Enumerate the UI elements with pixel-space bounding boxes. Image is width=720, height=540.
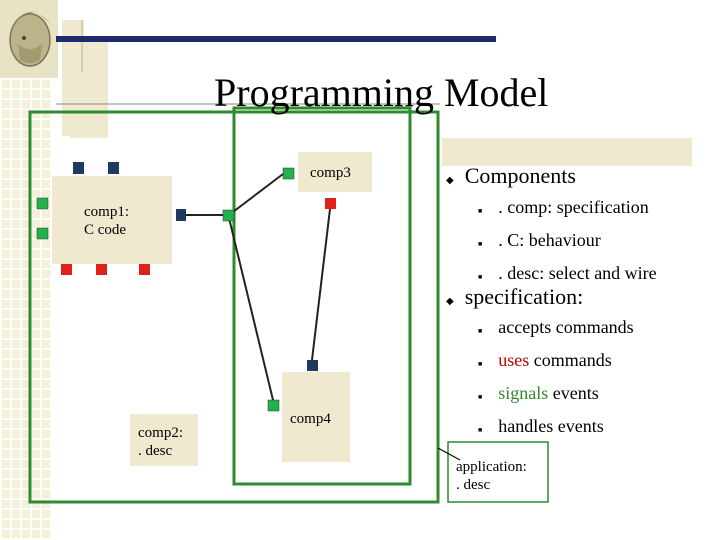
comp1-label: comp1: C code (84, 203, 129, 239)
comp4-port-left (267, 399, 280, 412)
components-item-desc-key: . desc (498, 263, 540, 283)
application-box (447, 441, 549, 503)
application-label-line2: . desc (456, 477, 491, 493)
specification-list: ■ accepts commands ■ uses commands ■ signal… (478, 316, 634, 441)
comp2-label-line2: . desc (138, 443, 173, 459)
configuration-frame (232, 106, 412, 486)
spec-item-handles-rest: events (553, 416, 604, 436)
spec-item-accepts-rest: commands (551, 317, 634, 337)
comp3-box (298, 152, 372, 192)
ornament-bar-right (442, 138, 692, 166)
diamond-bullet-icon: ◆ (446, 296, 454, 307)
comp4-label: comp4 (290, 411, 331, 427)
square-bullet-icon: ■ (478, 393, 483, 401)
comp1-label-line1: comp1: (84, 204, 129, 220)
spec-item-signals: ■ signals events (478, 382, 634, 408)
components-item-desc: ■ . desc: select and wire (478, 262, 657, 288)
spec-item-uses-rest: commands (529, 350, 612, 370)
square-bullet-icon: ■ (478, 426, 483, 434)
components-item-c: ■ . C: behaviour (478, 229, 657, 255)
comp2-label-line1: comp2: (138, 425, 183, 441)
spec-item-uses: ■ uses commands (478, 349, 634, 375)
header-bar (56, 36, 496, 42)
wires (186, 173, 331, 401)
components-heading: Components (464, 163, 576, 188)
spec-item-signals-key: signals (498, 383, 549, 403)
comp2-label: comp2: . desc (138, 424, 183, 460)
comp4-box (282, 372, 350, 462)
comp1-port-bottom-3 (139, 264, 150, 275)
comp4-port-top (307, 360, 318, 371)
specification-heading: specification: (464, 284, 584, 309)
square-bullet-icon: ■ (478, 327, 483, 335)
application-label-line1: application: (456, 459, 527, 475)
left-decorative-strip (0, 0, 52, 540)
comp1-port-top-2 (108, 162, 119, 174)
helmet-logo-icon (0, 0, 58, 78)
spec-item-handles: ■ handles events (478, 415, 634, 441)
spec-item-uses-key: uses (498, 350, 530, 370)
spec-item-handles-key: handles (498, 416, 554, 436)
comp3-port-left (282, 167, 295, 180)
comp1-port-left-2 (36, 227, 49, 240)
bullet-specification: ◆ specification: (446, 284, 583, 315)
comp2-box (130, 414, 198, 466)
bullet-components: ◆ Components (446, 163, 576, 194)
spec-item-signals-rest: events (548, 383, 599, 403)
square-bullet-icon: ■ (478, 360, 483, 368)
square-bullet-icon: ■ (478, 273, 483, 281)
components-item-comp-rest: : specification (547, 197, 649, 217)
comp3-port-bottom (325, 198, 336, 209)
application-pointer-line (437, 447, 461, 461)
spec-item-accepts: ■ accepts commands (478, 316, 634, 342)
comp1-port-right (176, 209, 186, 221)
wire-junction-to-comp3 (228, 173, 284, 216)
square-bullet-icon: ■ (478, 207, 483, 215)
comp1-port-bottom-2 (96, 264, 107, 275)
wire-junction-to-comp4 (228, 217, 274, 401)
junction-port (222, 209, 235, 222)
wire-comp3-to-comp4 (311, 208, 331, 361)
components-item-c-rest: : behaviour (519, 230, 601, 250)
spec-item-accepts-key: accepts (498, 317, 552, 337)
comp1-port-bottom-1 (61, 264, 72, 275)
components-item-desc-rest: : select and wire (539, 263, 657, 283)
components-list: ■ . comp: specification ■ . C: behaviour ■… (478, 196, 657, 288)
comp1-port-top-1 (73, 162, 84, 174)
page-title: Programming Model (214, 70, 549, 115)
comp1-box (52, 176, 172, 264)
components-item-comp-key: . comp (498, 197, 548, 217)
comp1-label-line2: C code (84, 222, 127, 238)
comp1-port-left-1 (36, 197, 49, 210)
diamond-bullet-icon: ◆ (446, 175, 454, 186)
ornament-bar-block (70, 36, 108, 138)
square-bullet-icon: ■ (478, 240, 483, 248)
application-label: application: . desc (456, 458, 527, 494)
components-item-c-key: . C (498, 230, 520, 250)
components-item-comp: ■ . comp: specification (478, 196, 657, 222)
comp3-label: comp3 (310, 165, 351, 181)
